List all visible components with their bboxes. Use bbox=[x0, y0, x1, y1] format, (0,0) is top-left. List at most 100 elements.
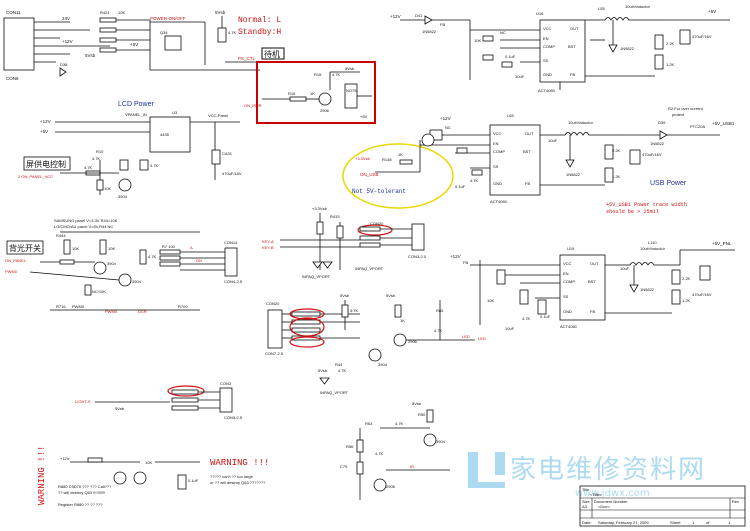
svg-text:NC: NC bbox=[445, 125, 451, 130]
svg-text:1N5822: 1N5822 bbox=[566, 172, 581, 177]
svg-text:COMP: COMP bbox=[493, 149, 505, 154]
svg-text:470uF/16V: 470uF/16V bbox=[222, 171, 242, 176]
svg-text:0.1uF: 0.1uF bbox=[540, 314, 551, 319]
u15-buck-converter: +12V FB U15 VCC OUT EN COMP BST SS GND F… bbox=[450, 240, 735, 331]
svg-text:C79: C79 bbox=[340, 464, 348, 469]
svg-text:NC: NC bbox=[500, 30, 506, 35]
warning-vertical-text: WARNING !!! bbox=[37, 446, 47, 505]
svg-text:4.7K: 4.7K bbox=[350, 308, 359, 313]
svg-text:R421: R421 bbox=[100, 10, 110, 15]
standby-cn-tag bbox=[261, 47, 285, 60]
svg-text:2.2K: 2.2K bbox=[682, 276, 691, 281]
u16-buck-converter: +12V D41 1N5822 FB U16 VCC OUT EN COMP B… bbox=[390, 4, 730, 93]
key-resistor-highlight bbox=[357, 224, 393, 236]
svg-text:+5V: +5V bbox=[130, 42, 138, 47]
svg-text:D39: D39 bbox=[658, 120, 666, 125]
svg-text:4.7K: 4.7K bbox=[522, 316, 531, 321]
u14-part-label: ACT4060 bbox=[490, 199, 508, 204]
light-resistor-highlight bbox=[167, 385, 205, 397]
con14-connector-body bbox=[224, 247, 238, 277]
q-panel-transistor bbox=[118, 178, 132, 192]
svg-text:1N5822: 1N5822 bbox=[650, 141, 665, 146]
watermark-url: www.jdwx.com bbox=[575, 488, 650, 499]
u14-usb-power: +12V VCC OUT EN COMP BST SS GND FB ACT40… bbox=[420, 113, 735, 204]
svg-text:4.7K: 4.7K bbox=[228, 30, 237, 35]
light-net: LIGHT-S bbox=[75, 399, 91, 404]
svg-text:470uF/16V: 470uF/16V bbox=[642, 152, 662, 157]
svg-text:1K: 1K bbox=[400, 318, 405, 323]
con20-connector-body bbox=[267, 309, 283, 349]
svg-text:+5V: +5V bbox=[40, 129, 48, 134]
svg-text:4435: 4435 bbox=[160, 132, 170, 137]
svg-text:SS: SS bbox=[493, 164, 499, 169]
usb-enable-transistor bbox=[421, 133, 435, 147]
svg-text:4.7K: 4.7K bbox=[470, 178, 479, 183]
sheet-label: Sheet bbox=[670, 520, 681, 525]
usb-5v-net: +5V_USB1 bbox=[712, 121, 735, 126]
svg-text:Register R880 ?? ?? ???: Register R880 ?? ?? ??? bbox=[58, 502, 103, 507]
u3-switch bbox=[149, 116, 191, 153]
svg-text:10uF: 10uF bbox=[620, 266, 630, 271]
svg-text:10K: 10K bbox=[72, 246, 79, 251]
svg-text:3904: 3904 bbox=[132, 279, 142, 284]
svg-text:10K: 10K bbox=[487, 298, 494, 303]
svg-text:2906: 2906 bbox=[408, 339, 418, 344]
svg-text:背光开关: 背光开关 bbox=[9, 243, 41, 253]
svg-text:INPAQ_VPORT: INPAQ_VPORT bbox=[355, 266, 384, 271]
svg-text:GND: GND bbox=[543, 72, 552, 77]
svg-text:1.2K: 1.2K bbox=[682, 298, 691, 303]
lcd-power-title: LCD Power bbox=[118, 101, 154, 108]
warning-title: WARNING !!! bbox=[210, 458, 269, 468]
l55-inductor bbox=[585, 17, 660, 21]
q34-transistor bbox=[164, 35, 182, 51]
svg-text:0.1uF: 0.1uF bbox=[188, 478, 199, 483]
backlight-section: SAMSUNG panel V=3.3V R44=10K LG/CMO/AU p… bbox=[5, 218, 243, 314]
svg-text:1K: 1K bbox=[398, 152, 403, 157]
r2-note-line1: R2:For over current bbox=[668, 106, 704, 111]
svg-text:GND: GND bbox=[563, 309, 572, 314]
svg-text:U15: U15 bbox=[567, 246, 575, 251]
svg-text:PWM0: PWM0 bbox=[105, 309, 118, 314]
usb-trace-note-1: +5V_USB1 Power trace width bbox=[606, 202, 687, 208]
svg-text:Size: Size bbox=[582, 499, 591, 504]
svg-text:OUT: OUT bbox=[525, 131, 534, 136]
svg-text:1: 1 bbox=[728, 520, 731, 525]
svg-text:R15: R15 bbox=[314, 72, 322, 77]
svg-text:屏供电控制: 屏供电控制 bbox=[26, 159, 66, 169]
svg-text:D41: D41 bbox=[415, 13, 423, 18]
svg-text:?? will destroy Q63 !!!!!!!!!!: ?? will destroy Q63 !!!!!!!!!!! bbox=[58, 490, 105, 495]
svg-text:NO75: NO75 bbox=[346, 88, 357, 93]
svg-text:BST: BST bbox=[588, 279, 596, 284]
svg-text:4.7K: 4.7K bbox=[92, 156, 101, 161]
usb-power-title: USB Power bbox=[650, 180, 687, 187]
svg-text:+12V: +12V bbox=[450, 254, 461, 259]
svg-text:+3.3Vsb: +3.3Vsb bbox=[355, 156, 371, 161]
svg-text:10K: 10K bbox=[104, 186, 111, 191]
rev-label: Rev bbox=[732, 499, 739, 504]
svg-text:10uF: 10uF bbox=[515, 74, 525, 79]
u16-ic-body bbox=[539, 19, 586, 83]
svg-text:+12V: +12V bbox=[440, 116, 451, 121]
svg-text:COMP: COMP bbox=[563, 279, 575, 284]
svg-text:CON3-2.5: CON3-2.5 bbox=[224, 415, 243, 420]
svg-text:L65: L65 bbox=[507, 113, 514, 118]
svg-text:R50: R50 bbox=[418, 412, 426, 417]
svg-text:PTC20A: PTC20A bbox=[690, 124, 705, 129]
svg-text:1.2K: 1.2K bbox=[612, 174, 621, 179]
svg-text:5Vsb: 5Vsb bbox=[412, 401, 422, 406]
bottom-ir-section: R63 4.7K 5Vsb R50 3904 R56 C79 2906 IR 4… bbox=[340, 401, 450, 500]
svg-text:R7 100: R7 100 bbox=[162, 244, 176, 249]
svg-text:BST: BST bbox=[568, 44, 576, 49]
svg-text:+12V: +12V bbox=[390, 14, 401, 19]
title-block: Title <Title> Size A3 Document Number <D… bbox=[579, 485, 746, 527]
svg-text:3904: 3904 bbox=[118, 194, 128, 199]
warn-q2-transistor bbox=[133, 471, 147, 485]
svg-text:+3.3Vsb: +3.3Vsb bbox=[312, 206, 328, 211]
q3-transistor bbox=[118, 273, 132, 287]
svg-text:ON: ON bbox=[196, 258, 202, 263]
svg-text:1N5822: 1N5822 bbox=[620, 46, 635, 51]
svg-text:1K: 1K bbox=[310, 91, 315, 96]
svg-text:R716: R716 bbox=[56, 304, 66, 309]
svg-text:10K: 10K bbox=[118, 10, 125, 15]
